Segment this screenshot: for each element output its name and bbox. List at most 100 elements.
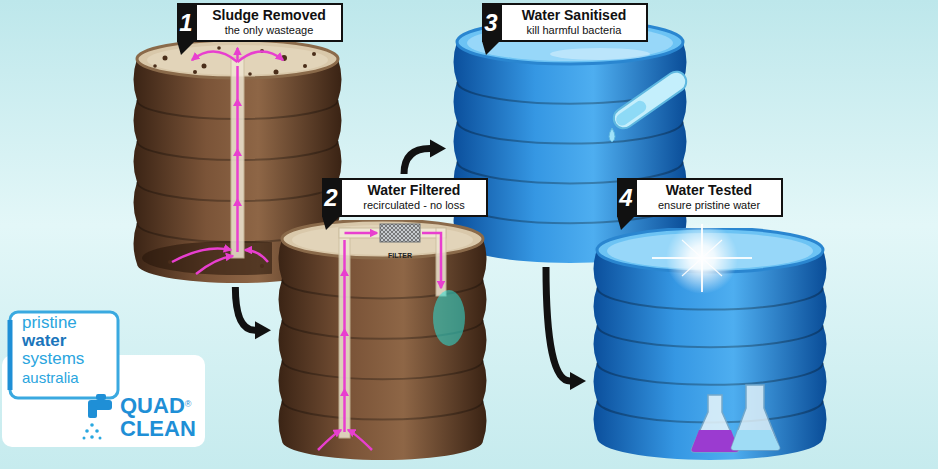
tank-top-inner [607, 233, 813, 269]
sludge-detail-part [233, 98, 242, 206]
callout-number: 4 [617, 178, 635, 217]
callout-pointer-part [177, 41, 195, 55]
sludge-detail-part-part [203, 266, 208, 271]
sanitiser-tube-part-part [614, 99, 649, 128]
sludge-detail-part-part [245, 250, 268, 262]
tank-shape [590, 228, 830, 460]
logo-part-part [85, 429, 89, 433]
callout-box: Water Testedensure pristine water [635, 178, 783, 217]
test-sparkle-part [666, 222, 738, 294]
sludge-detail-part-part [180, 48, 184, 52]
arrow-head [255, 321, 271, 339]
filter-detail-part-part [340, 388, 349, 396]
callout-box: Water Sanitisedkill harmful bacteria [500, 3, 648, 42]
logo-part-part [83, 437, 86, 440]
sludge-detail-part-part [238, 51, 284, 62]
test-sparkle-part-part [652, 257, 752, 259]
sludge-detail-part-part [193, 70, 197, 74]
label-holder: FILTER [375, 244, 425, 262]
tank-rib [597, 325, 823, 347]
filter-detail-part-part [345, 232, 378, 235]
arrow-head [570, 372, 586, 390]
tank-top [282, 220, 483, 258]
sanitiser-tube-part [609, 128, 615, 142]
callout-pointer-part [482, 41, 500, 55]
tank-top-inner [147, 45, 328, 75]
tank-shape [275, 220, 490, 460]
callout-box: Sludge Removedthe only wasteage [195, 3, 343, 42]
tank-top-inner [292, 225, 473, 255]
label-holder: pristine [22, 314, 77, 332]
filter-detail-part [339, 228, 383, 238]
test-sparkle-part-part [701, 224, 703, 292]
filter-detail-part [340, 268, 349, 396]
filter-detail-part-part [340, 328, 349, 336]
sludge-detail-part-part [281, 55, 287, 61]
sludge-detail-part-part [236, 48, 239, 62]
tank-shape [450, 20, 690, 263]
logo-part [83, 423, 102, 439]
sanitiser-tube-part [610, 68, 690, 133]
label-holder: CLEAN [120, 417, 196, 441]
sludge-detail-part-part [233, 148, 242, 156]
logo-word: water [22, 331, 66, 350]
filter-detail-part-part [318, 430, 341, 450]
sludge-detail-part-part [236, 66, 239, 252]
callout-subtitle: ensure pristine water [646, 199, 772, 212]
flow-arrow [235, 287, 271, 339]
logo-part [88, 400, 112, 410]
tank-top [137, 40, 338, 78]
callout-heading: Sludge Removed [206, 7, 332, 24]
tank-body [594, 250, 827, 460]
callout-pointer-part [617, 216, 635, 230]
arrow-shaft [404, 149, 430, 174]
callout-pointer [177, 41, 635, 230]
tank-rib [137, 141, 338, 160]
logo-part-part [95, 429, 99, 433]
test-flasks-part [691, 395, 738, 452]
tank-rib [282, 360, 483, 379]
sludge-detail-part-part [274, 70, 279, 75]
sludge-detail [142, 46, 332, 275]
sludge-detail-part-part [312, 52, 316, 56]
arrow-shaft [235, 287, 255, 330]
tank-node: Water Filteredrecirculated - no loss [275, 178, 490, 460]
sludge-detail-part-part [163, 56, 168, 61]
callout-heading: Water Filtered [351, 182, 477, 199]
callout-pointer-part [322, 216, 340, 230]
filter-detail-part [433, 290, 465, 346]
tank-rib [282, 279, 483, 298]
label-holder: QUAD® [120, 394, 191, 418]
logo [2, 312, 205, 447]
sludge-detail-part-part [153, 64, 157, 68]
label-holder: water [22, 332, 66, 350]
logo-word: australia [22, 369, 79, 386]
filter-detail-part [380, 224, 420, 242]
sludge-detail-part-part [303, 64, 307, 68]
filter-detail-part-part [343, 240, 346, 432]
sludge-detail-part-part [233, 198, 242, 206]
tank-rib [457, 82, 683, 104]
tank-rib [282, 401, 483, 420]
sanitiser-tube [550, 48, 690, 142]
sludge-detail-part-part [172, 249, 231, 263]
filter-detail-part [380, 224, 420, 242]
test-sparkle [652, 222, 752, 294]
sludge-detail-part-part [202, 64, 207, 69]
sanitiser-tube-part-part [610, 68, 690, 133]
logo-part [10, 312, 118, 398]
filter-detail-part-part [422, 233, 441, 288]
tank-node: Water Testedensure pristine water [590, 178, 830, 460]
tank-body [279, 239, 487, 460]
tank-node: Water Sanitisedkill harmful bacteria [450, 3, 690, 263]
arrow-head [430, 140, 446, 158]
sludge-detail-part-part [233, 98, 242, 106]
callout-number: 3 [482, 3, 500, 42]
logo-part [8, 320, 13, 390]
sludge-detail-part-part [168, 260, 172, 264]
filter-detail-part [436, 228, 446, 296]
sludge-detail-part-part [260, 49, 264, 53]
callout-heading: Water Tested [646, 182, 772, 199]
sludge-detail-part-part [217, 46, 221, 50]
filter-detail-part-part [340, 268, 349, 276]
